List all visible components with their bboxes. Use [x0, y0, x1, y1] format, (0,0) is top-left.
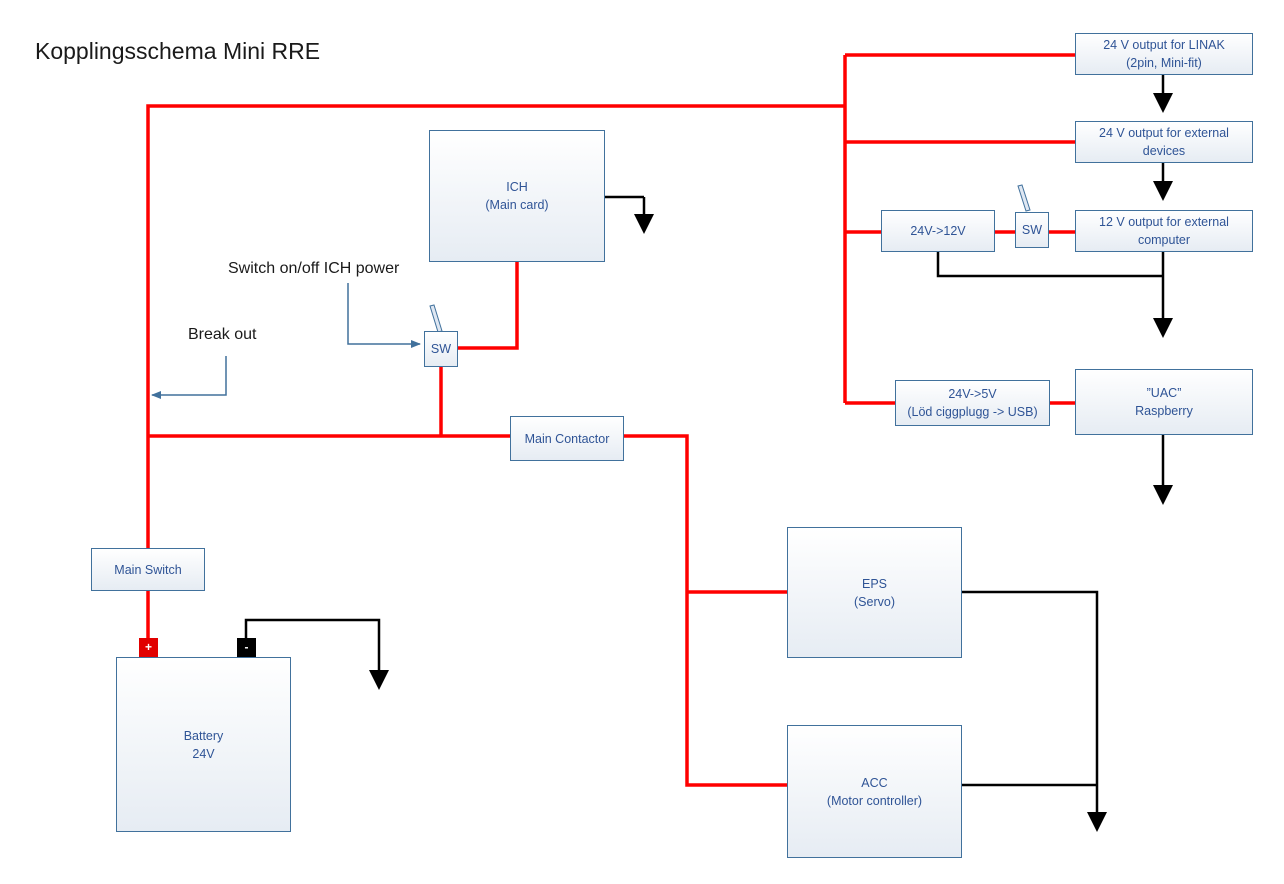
external-24v-output-box: 24 V output for external devices: [1075, 121, 1253, 163]
conv5-line2: (Löd ciggplugg -> USB): [907, 405, 1038, 419]
sw-ich-lever: [429, 304, 443, 333]
power-wires: [146, 53, 1075, 787]
eps-line1: EPS: [861, 576, 887, 591]
wire-ground-eps: [962, 590, 1099, 814]
uac-raspberry-box: ”UAC” Raspberry: [1075, 369, 1253, 435]
acc-line2: (Motor controller): [826, 793, 923, 808]
breakout-note-arrow: [151, 356, 227, 399]
ich-line1: ICH: [506, 180, 528, 194]
switch-ich-note: Switch on/off ICH power: [228, 260, 400, 277]
page-title: Kopplingsschema Mini RRE: [35, 38, 321, 64]
wire-main-vertical: [146, 104, 845, 548]
battery-negative-terminal: -: [237, 638, 256, 657]
sw12-lever: [1017, 184, 1031, 212]
wire-contactor-out: [624, 434, 787, 787]
conv5-line1: 24V->5V: [948, 387, 997, 401]
converter-24-12-box: 24V->12V: [881, 210, 995, 252]
battery-box: Battery 24V: [116, 657, 291, 832]
main-switch-label: Main Switch: [114, 562, 182, 577]
sw-ich-label: SW: [430, 342, 452, 356]
ground-arrow-12v: [1153, 318, 1173, 338]
eps-line2: (Servo): [854, 594, 895, 609]
ich-line2: (Main card): [485, 198, 549, 212]
uac-line1: ”UAC”: [1146, 386, 1182, 400]
ground-arrow-ext24: [1153, 181, 1173, 201]
acc-motor-controller-box: ACC (Motor controller): [787, 725, 962, 858]
break-out-note: Break out: [188, 326, 257, 343]
ground-arrow-ich: [634, 214, 654, 234]
wire-ground-battery: [244, 618, 381, 672]
main-contactor-label: Main Contactor: [524, 431, 610, 446]
ext24-line2: devices: [1142, 144, 1186, 158]
battery-positive-terminal: +: [139, 638, 158, 657]
ground-arrows: [369, 93, 1173, 832]
ground-arrow-uac: [1153, 485, 1173, 505]
switch-note-arrow: [347, 283, 421, 348]
linak-output-box: 24 V output for LINAK (2pin, Mini-fit): [1075, 33, 1253, 75]
ground-arrow-battery: [369, 670, 389, 690]
ext24-line1: 24 V output for external: [1099, 126, 1229, 140]
main-switch-box[interactable]: Main Switch: [91, 548, 205, 591]
linak-line2: (2pin, Mini-fit): [1126, 56, 1202, 70]
main-contactor-box: Main Contactor: [510, 416, 624, 461]
ground-arrow-linak: [1153, 93, 1173, 113]
wire-sw-to-ich: [458, 262, 519, 350]
converter-24-5-box: 24V->5V (Löd ciggplugg -> USB): [895, 380, 1050, 426]
linak-line1: 24 V output for LINAK: [1103, 38, 1225, 52]
battery-line1: Battery: [183, 728, 224, 743]
switch-12v-box[interactable]: SW: [1015, 212, 1049, 248]
external-12v-output-box: 12 V output for external computer: [1075, 210, 1253, 252]
ground-arrow-motor: [1087, 812, 1107, 832]
annotation-arrows: [151, 283, 421, 399]
wire-ground-conv12: [936, 252, 1163, 278]
ground-wires: [244, 75, 1165, 814]
conv12-label: 24V->12V: [910, 224, 966, 238]
switch-ich-box[interactable]: SW: [424, 331, 458, 367]
out12-line2: computer: [1137, 233, 1191, 247]
ich-main-card-box: ICH (Main card): [429, 130, 605, 262]
battery-line2: 24V: [192, 746, 215, 761]
eps-servo-box: EPS (Servo): [787, 527, 962, 658]
sw12-label: SW: [1021, 223, 1043, 237]
acc-line1: ACC: [861, 775, 888, 790]
out12-line1: 12 V output for external: [1099, 215, 1229, 229]
uac-line2: Raspberry: [1135, 404, 1193, 418]
